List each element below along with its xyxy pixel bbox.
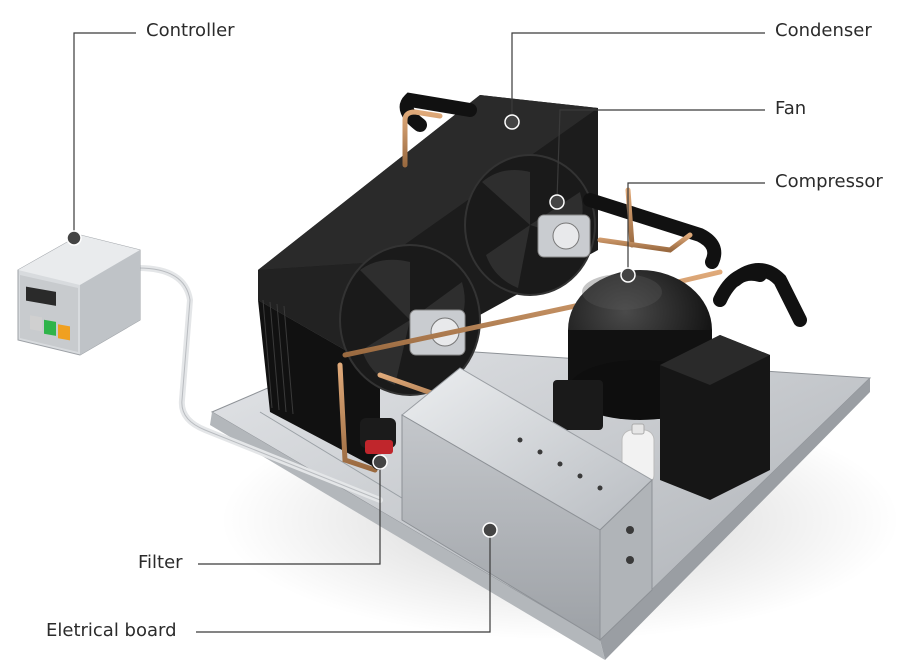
marker-controller <box>66 230 82 246</box>
callout-controller: Controller <box>146 20 235 41</box>
marker-filter <box>372 454 388 470</box>
callout-compressor: Compressor <box>775 171 883 192</box>
leader-compressor <box>627 182 765 275</box>
controller-box <box>17 234 141 356</box>
callout-fan: Fan <box>775 98 807 119</box>
callout-condenser: Condenser <box>775 20 872 41</box>
electrical-board-box <box>401 367 653 642</box>
marker-dots <box>66 114 636 538</box>
fan-right <box>464 154 596 296</box>
callout-filter: Filter <box>138 552 183 573</box>
leader-controller <box>73 32 136 238</box>
marker-fan <box>549 194 565 210</box>
leader-fan <box>556 109 765 201</box>
leader-condenser <box>511 32 765 122</box>
marker-condenser <box>504 114 520 130</box>
marker-electrical-board <box>482 522 498 538</box>
leader-lines <box>73 32 765 633</box>
leader-electrical-board <box>196 530 491 633</box>
leader-filter <box>198 462 381 565</box>
callout-electrical-board: Eletrical board <box>46 620 177 641</box>
marker-compressor <box>620 267 636 283</box>
receiver-block <box>660 335 770 500</box>
suction-pipes <box>399 92 807 327</box>
fan-left <box>339 244 481 396</box>
